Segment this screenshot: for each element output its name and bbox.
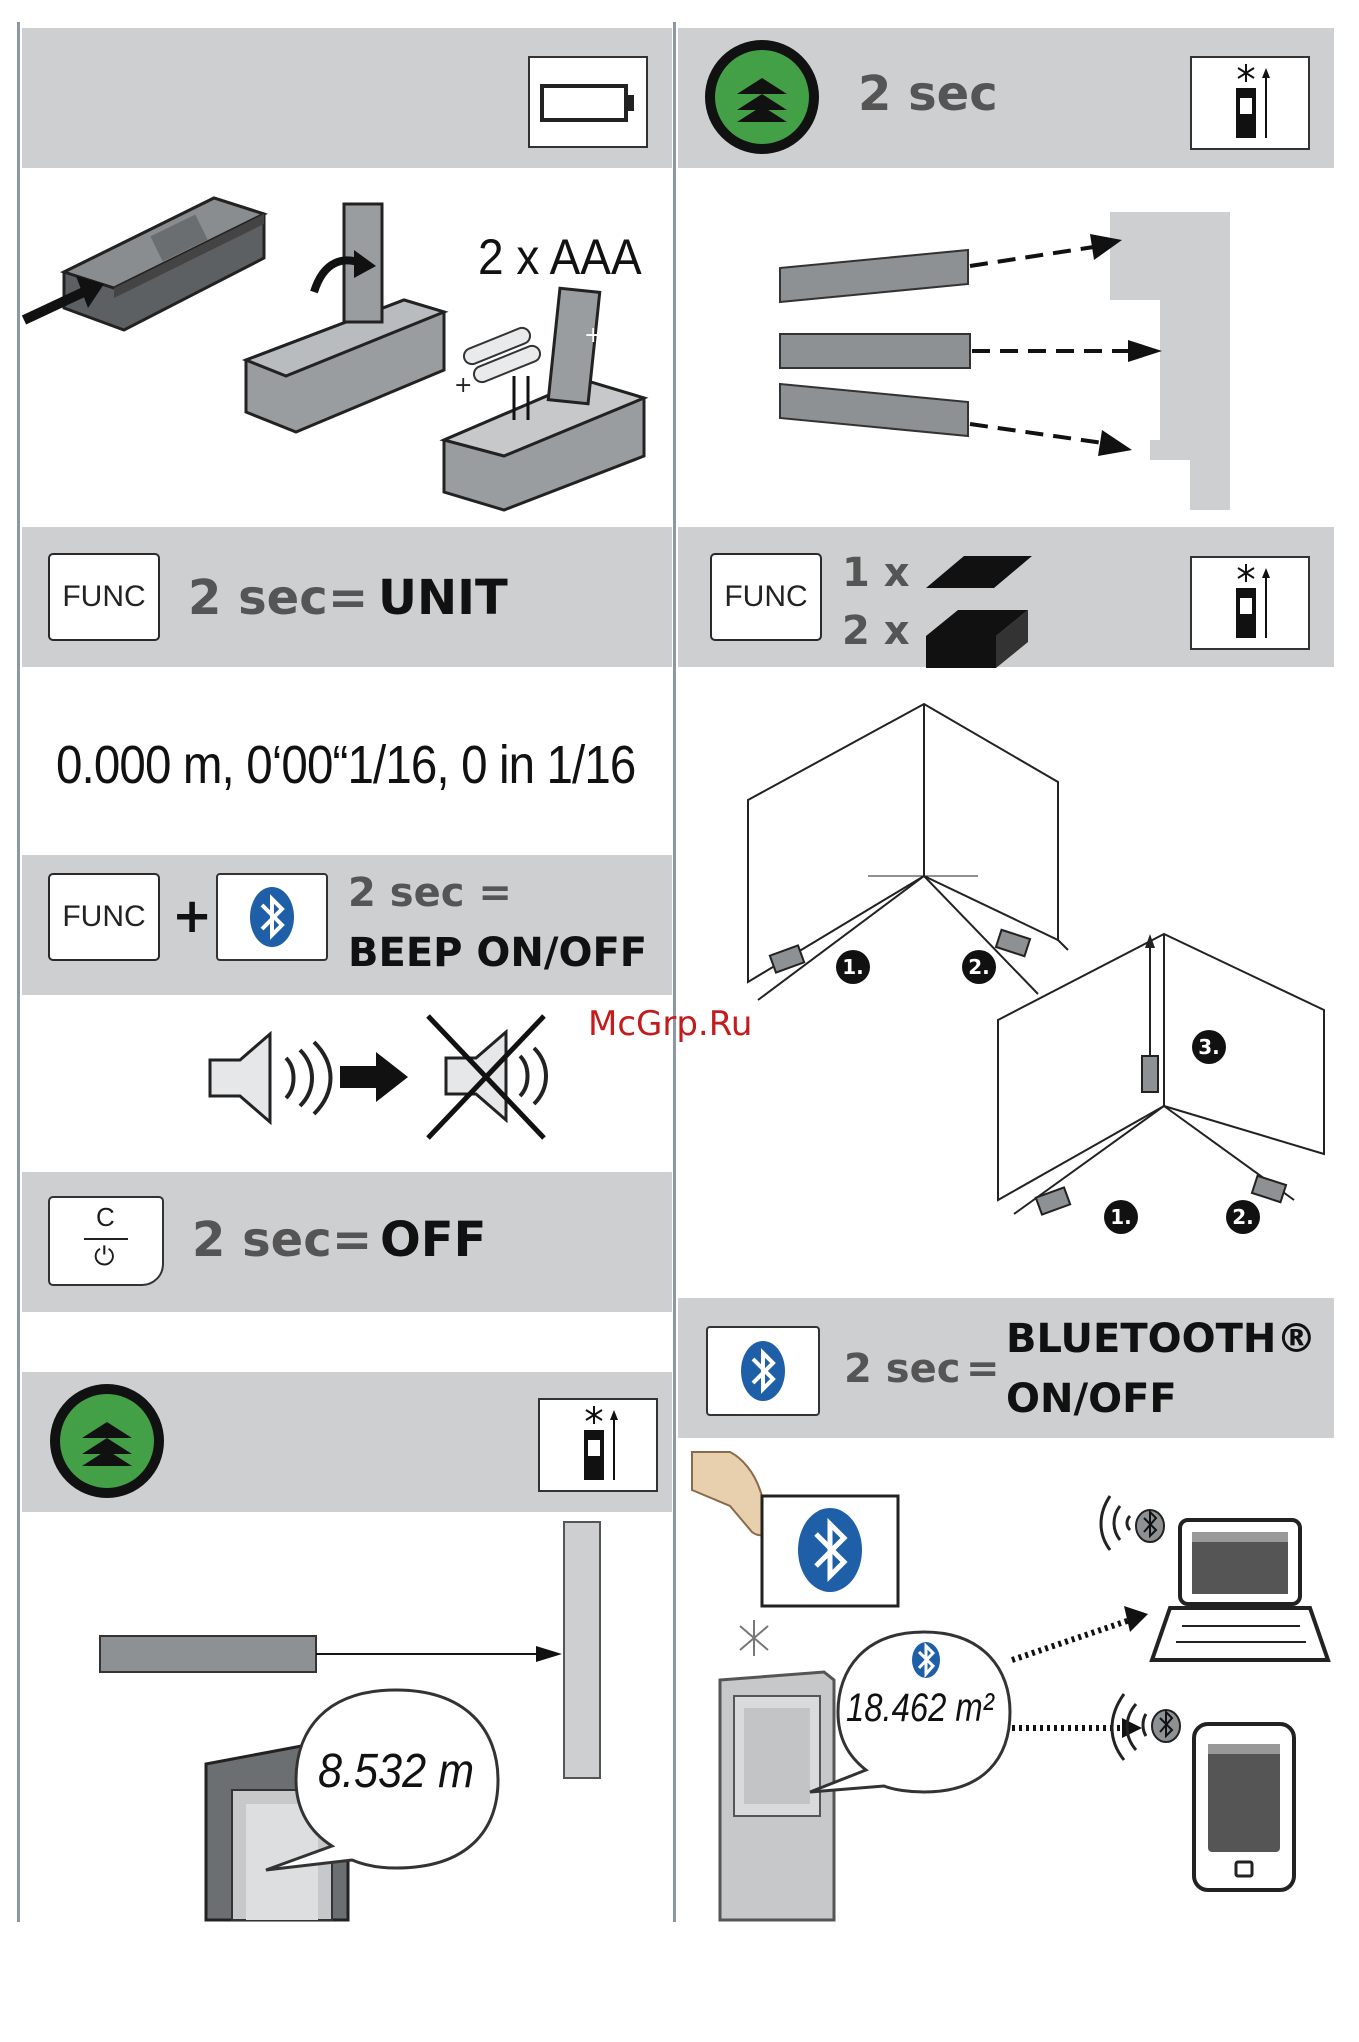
measure-duration: 2 sec	[858, 66, 998, 122]
laser-device-icon-box-area	[1190, 556, 1310, 650]
step3-badge: 3.	[1192, 1030, 1226, 1064]
laser-device-icon-box	[1190, 56, 1310, 150]
watermark: McGrp.Ru	[588, 1004, 752, 1044]
bluetooth-result-line1: BLUETOOTH®	[1006, 1316, 1316, 1362]
device-lid-open	[246, 204, 444, 432]
svg-text:+: +	[454, 373, 472, 398]
off-duration: 2 sec	[192, 1212, 332, 1268]
clear-power-key[interactable]: C ⏻	[48, 1196, 164, 1286]
battery-icon-box	[528, 56, 648, 148]
bluetooth-key[interactable]	[706, 1326, 820, 1416]
area-readout: 18.462 m²	[846, 1686, 994, 1731]
area-device-illustration	[714, 1620, 1034, 1920]
distance-readout: 8.532 m	[318, 1744, 474, 1799]
step1-badge-a: 1.	[836, 950, 870, 984]
bluetooth-icon	[708, 1328, 818, 1414]
laser-device-icon	[540, 1400, 656, 1490]
laser-device-icon-box-bottom	[538, 1398, 658, 1492]
volume-icon	[924, 596, 1034, 670]
bluetooth-key-beep[interactable]	[216, 873, 328, 961]
svg-text:-: -	[534, 311, 542, 336]
laptop-icon	[1100, 1470, 1340, 1670]
battery-type-label: 2 x AAA	[478, 228, 642, 286]
speaker-on-icon	[204, 1028, 344, 1128]
func-key-area[interactable]: FUNC	[710, 553, 822, 641]
unit-equals: =	[328, 570, 368, 626]
clear-label: C	[96, 1202, 115, 1233]
off-result: OFF	[380, 1212, 486, 1268]
center-divider-line	[673, 22, 676, 1922]
step1-badge-b: 1.	[1104, 1200, 1138, 1234]
unit-duration: 2 sec	[188, 570, 328, 626]
finger-press-illustration	[690, 1450, 910, 1620]
battery-icon	[530, 58, 646, 146]
distance-measure-illustration	[96, 1520, 656, 1920]
beep-result: BEEP ON/OFF	[348, 930, 647, 976]
key-divider	[84, 1238, 128, 1240]
room-volume-illustration	[994, 930, 1334, 1230]
bluetooth-icon	[218, 875, 326, 959]
device-closed	[64, 198, 264, 330]
unit-result: UNIT	[378, 570, 508, 626]
smartphone-icon	[1100, 1680, 1340, 1900]
svg-text:+: +	[584, 323, 602, 348]
device-batteries: + + -	[444, 288, 644, 510]
laser-device-icon	[1192, 58, 1308, 148]
area-icon	[924, 552, 1034, 592]
laser-device-icon	[1192, 558, 1308, 648]
power-icon: ⏻	[94, 1242, 115, 1273]
speaker-off-icon	[420, 1012, 560, 1142]
bluetooth-duration: 2 sec	[844, 1346, 960, 1392]
bluetooth-result-line2: ON/OFF	[1006, 1376, 1177, 1422]
bluetooth-equals: =	[966, 1346, 1000, 1392]
off-equals: =	[332, 1212, 372, 1268]
step2-badge-a: 2.	[962, 950, 996, 984]
measure-button-icon[interactable]	[703, 38, 821, 156]
left-margin-line	[17, 22, 20, 1922]
step2-badge-b: 2.	[1226, 1200, 1260, 1234]
arrow-right-icon	[340, 1052, 410, 1102]
beep-plus: +	[172, 888, 212, 944]
measure-button-icon-bottom[interactable]	[48, 1382, 166, 1500]
reference-edge-illustration	[770, 200, 1290, 520]
beep-duration: 2 sec =	[348, 870, 512, 916]
press-once-label: 1 x	[842, 550, 910, 596]
func-key[interactable]: FUNC	[48, 553, 160, 641]
unit-options: 0.000 m, 0‘00“1/16, 0 in 1/16	[56, 734, 635, 796]
press-twice-label: 2 x	[842, 608, 910, 654]
func-key-beep[interactable]: FUNC	[48, 873, 160, 961]
